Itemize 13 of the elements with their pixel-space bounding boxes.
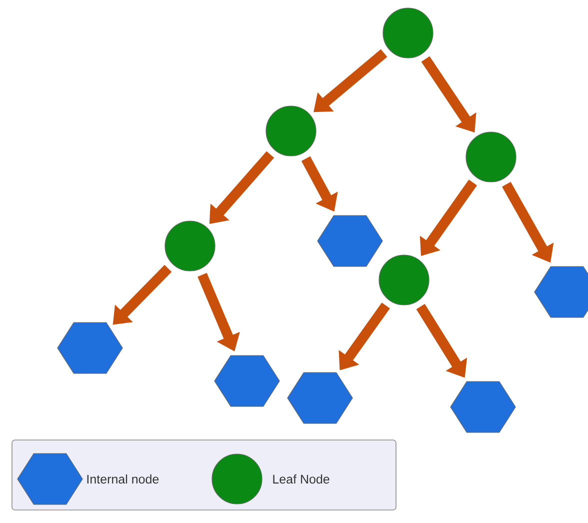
tree-node-circle — [266, 106, 316, 156]
tree-node-hexagon — [57, 322, 123, 374]
tree-node-circle — [382, 8, 434, 58]
tree-node-hexagon — [214, 355, 280, 407]
tree-node-circle — [378, 254, 430, 306]
tree-node-circle — [466, 132, 516, 182]
tree-node-hexagon — [534, 266, 588, 318]
tree-node-hexagon — [287, 372, 353, 424]
legend-label: Internal node — [87, 474, 159, 484]
tree-node-hexagon — [317, 215, 383, 267]
legend-label: Leaf Node — [273, 474, 330, 484]
tree-node-hexagon — [450, 381, 516, 433]
tree-node-circle — [164, 220, 216, 272]
